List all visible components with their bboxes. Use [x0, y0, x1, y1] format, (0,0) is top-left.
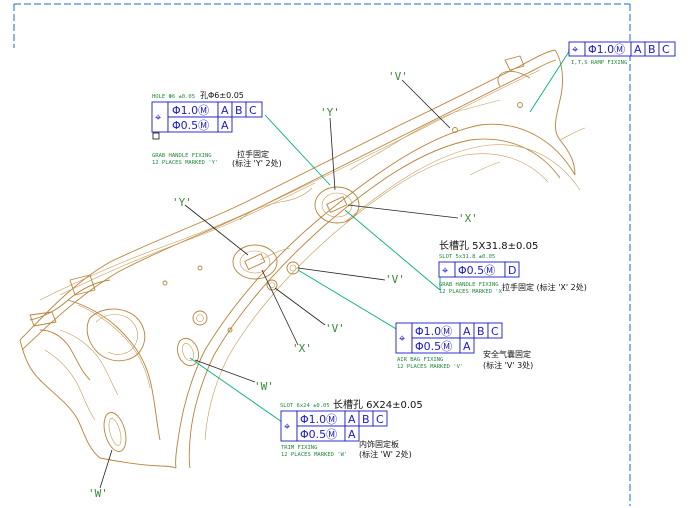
slot-w-note-1: TRIM FIXING [281, 445, 317, 451]
airbag-row1-tol: Φ1.0Ⓜ [415, 325, 452, 338]
airbag-row1-datum-c: C [491, 325, 499, 338]
hole-row1-datum-a: A [221, 104, 229, 117]
slot-w-row1-tol: Φ1.0Ⓜ [300, 413, 337, 426]
fcf-datum-c: C [662, 43, 670, 56]
label-w-bottom: 'W' [88, 487, 108, 500]
airbag-note-cn1: 安全气囊固定 [483, 349, 531, 359]
fcf-note: I,T,S RAMP FIXING [571, 60, 627, 66]
slot-x-note-1: GRAB HANDLE FIXING [439, 282, 499, 288]
hole-row2-tol: Φ0.5Ⓜ [172, 119, 209, 132]
position-symbol: ⌖ [399, 332, 405, 345]
part-outline [19, 49, 586, 469]
hole-row1-tol: Φ1.0Ⓜ [172, 104, 209, 117]
fcf-datum-b: B [648, 43, 656, 56]
slot-w-note-cn2: (标注 'W' 2处) [359, 449, 412, 459]
slot-x-note-cn: 拉手固定 (标注 'X' 2处) [502, 282, 587, 292]
slot-w-dim-en: SLOT 6x24 ±0.05 [280, 403, 330, 409]
location-labels: 'V' 'Y' 'Y' 'X' 'V' 'V' 'X' 'W' 'W' [88, 70, 478, 500]
fcf-grab-handle-slot: 长槽孔 5X31.8±0.05 SLOT 5x31.8 ±0.05 ⌖ Φ0.5… [438, 239, 587, 295]
label-x-right: 'X' [458, 212, 478, 225]
label-v-top: 'V' [388, 70, 408, 83]
airbag-row2-datum-a: A [463, 340, 471, 353]
slot-w-row2-tol: Φ0.5Ⓜ [300, 428, 337, 441]
hole-header-cn: 孔Φ6±0.05 [200, 91, 244, 100]
airbag-row1-datum-a: A [463, 325, 471, 338]
label-v-center: 'V' [325, 322, 345, 335]
position-symbol: ⌖ [155, 111, 161, 124]
label-y-left: 'Y' [172, 196, 192, 209]
slot-w-row1-datum-b: B [362, 413, 370, 426]
fcf-ramp-fixing: ⌖ Φ1.0Ⓜ A B C I,T,S RAMP FIXING [568, 41, 676, 66]
drawing-frame [13, 3, 631, 506]
airbag-note-1: AIR BAG FIXING [397, 357, 443, 363]
fcf-trim-fixing: SLOT 6x24 ±0.05 长槽孔 6X24±0.05 ⌖ Φ1.0Ⓜ A … [280, 398, 423, 459]
label-w-mid: 'W' [254, 380, 274, 393]
hole-header-en: HOLE Φ6 ±0.05 [152, 94, 195, 100]
slot-w-note-cn1: 内饰固定板 [359, 439, 399, 449]
position-symbol: ⌖ [284, 420, 290, 433]
position-symbol: ⌖ [572, 43, 578, 56]
slot-w-note-2: 12 PLACES MARKED 'W' [281, 452, 347, 458]
hole-note-cn1: 拉手固定 [237, 149, 269, 159]
label-y-top: 'Y' [320, 106, 340, 119]
slot-x-dim-cn: 长槽孔 5X31.8±0.05 [439, 239, 538, 252]
slot-w-row1-datum-c: C [376, 413, 384, 426]
airbag-row2-tol: Φ0.5Ⓜ [415, 340, 452, 353]
slot-w-row2-datum-a: A [348, 428, 356, 441]
airbag-note-cn2: (标注 'V' 3处) [483, 360, 533, 370]
position-symbol: ⌖ [442, 264, 448, 277]
slot-x-dim-en: SLOT 5x31.8 ±0.05 [439, 254, 495, 260]
fcf-tolerance: Φ1.0Ⓜ [588, 43, 625, 56]
label-x-center: 'X' [292, 342, 312, 355]
slot-w-row1-datum-a: A [348, 413, 356, 426]
hole-note-1: GRAB HANDLE FIXING [152, 153, 212, 159]
hole-row1-datum-c: C [249, 104, 257, 117]
hole-row1-datum-b: B [235, 104, 243, 117]
airbag-note-2: 12 PLACES MARKED 'V' [397, 364, 463, 370]
airbag-row1-datum-b: B [477, 325, 485, 338]
leader-lines [99, 49, 571, 489]
hole-note-2: 12 PLACES MARKED 'Y' [152, 160, 218, 166]
fcf-air-bag: ⌖ Φ1.0Ⓜ A B C Φ0.5Ⓜ A AIR BAG FIXING 12 … [395, 322, 533, 370]
label-v-mid: 'V' [385, 273, 405, 286]
hole-row2-datum-a: A [221, 119, 229, 132]
slot-x-datum-d: D [508, 264, 516, 277]
fcf-datum-a: A [634, 43, 642, 56]
slot-x-note-2: 12 PLACES MARKED 'X' [439, 289, 505, 295]
slot-w-dim-cn: 长槽孔 6X24±0.05 [333, 398, 423, 411]
slot-x-tol: Φ0.5Ⓜ [458, 264, 495, 277]
fcf-grab-handle-hole: HOLE Φ6 ±0.05 孔Φ6±0.05 ⌖ Φ1.0Ⓜ A B C Φ0.… [151, 91, 282, 168]
hole-note-cn2: (标注 'Y' 2处) [232, 158, 282, 168]
